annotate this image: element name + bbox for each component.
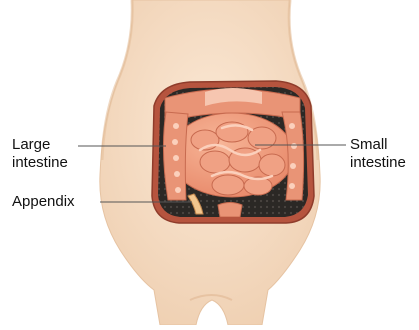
label-small-intestine-line1: Small xyxy=(350,136,388,153)
small-intestine xyxy=(170,113,294,197)
label-large-intestine-line2: intestine xyxy=(12,154,68,171)
label-appendix: Appendix xyxy=(12,193,75,210)
label-large-intestine-line1: Large xyxy=(12,136,50,153)
label-small-intestine-line2: intestine xyxy=(350,154,406,171)
